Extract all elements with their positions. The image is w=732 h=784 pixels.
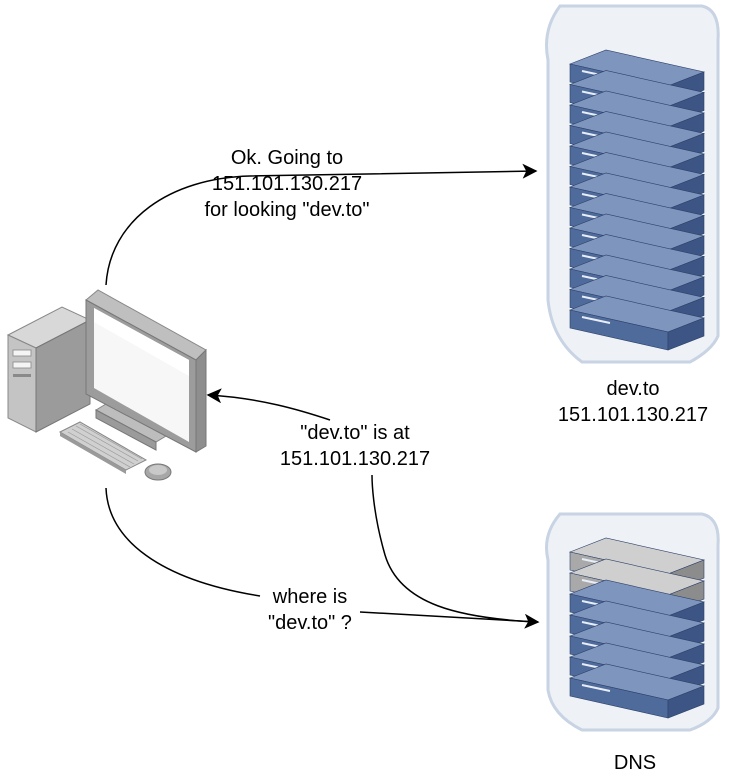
web-server-caption: dev.to 151.101.130.217 bbox=[535, 376, 731, 428]
web-server-name: dev.to bbox=[606, 378, 660, 400]
desktop-computer-icon bbox=[6, 289, 207, 481]
dns-rack-unit bbox=[568, 663, 706, 719]
request-connector bbox=[105, 163, 538, 286]
query-label-line2: "dev.to" ? bbox=[268, 612, 352, 634]
dns-server-name: DNS bbox=[613, 752, 657, 774]
web-server-icon bbox=[545, 4, 720, 364]
request-label-line3: for looking "dev.to" bbox=[204, 199, 370, 221]
request-label-line1: Ok. Going to bbox=[230, 147, 344, 169]
response-label-line2: 151.101.130.217 bbox=[279, 448, 431, 470]
request-label: Ok. Going to 151.101.130.217 for looking… bbox=[187, 145, 387, 223]
query-label: where is "dev.to" ? bbox=[230, 584, 390, 636]
response-label-line1: "dev.to" is at bbox=[300, 422, 410, 444]
response-connector bbox=[208, 395, 537, 623]
dns-server-icon bbox=[545, 512, 720, 732]
web-server-ip: 151.101.130.217 bbox=[557, 404, 709, 426]
dns-server-caption: DNS bbox=[585, 750, 685, 776]
query-label-line1: where is bbox=[272, 586, 348, 608]
response-label: "dev.to" is at 151.101.130.217 bbox=[255, 420, 455, 472]
web-rack-unit bbox=[568, 295, 706, 351]
query-connector bbox=[105, 487, 538, 622]
request-label-line2: 151.101.130.217 bbox=[211, 173, 363, 195]
